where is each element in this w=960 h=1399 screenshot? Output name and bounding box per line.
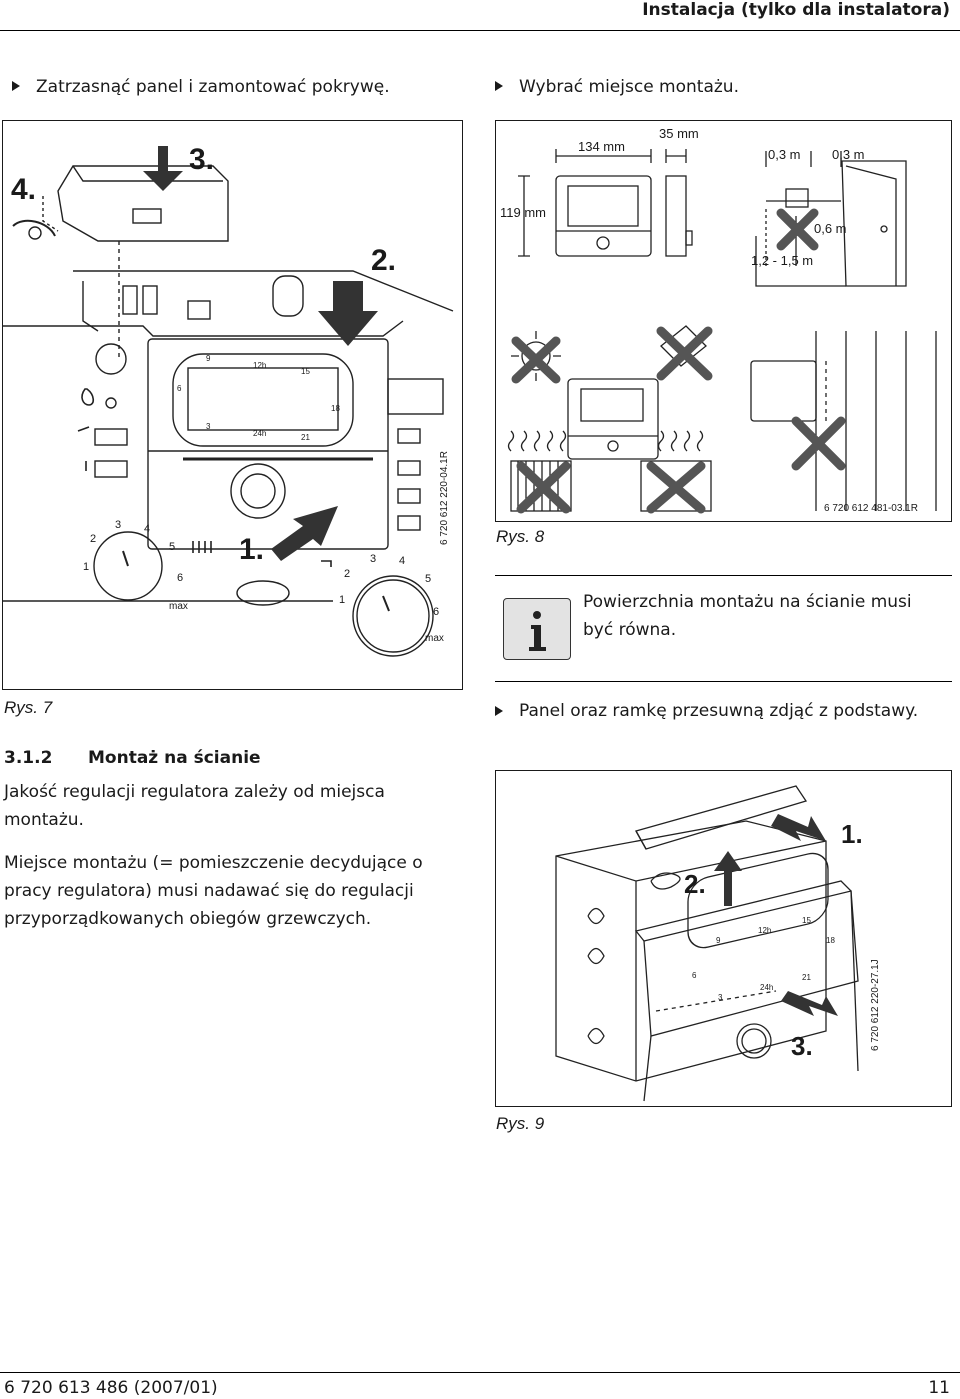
bullet-icon xyxy=(495,81,503,91)
figure-8-caption: Rys. 8 xyxy=(496,527,545,546)
dial-left-label: 2 xyxy=(90,533,97,545)
step-1-label: 1. xyxy=(841,819,863,849)
clock-label: 24h xyxy=(760,983,774,992)
section-number: 3.1.2 xyxy=(4,748,53,768)
clock-label: 15 xyxy=(802,916,811,925)
section-heading: 3.1.2 Montaż na ścianie xyxy=(4,748,261,768)
clock-label: 12h xyxy=(253,361,267,370)
paragraph-location: Miejsce montażu (= pomieszczenie decyduj… xyxy=(4,853,423,929)
dial-left-label: 3 xyxy=(115,519,122,531)
clock-label: 21 xyxy=(301,433,310,442)
clock-label: 15 xyxy=(301,367,310,376)
dial-left-label: max xyxy=(169,601,188,612)
step-3-label: 3. xyxy=(189,143,215,176)
dim-width: 134 mm xyxy=(578,139,625,154)
info-icon xyxy=(503,598,571,660)
instruction-choose-location: Wybrać miejsce montażu. xyxy=(495,73,739,101)
clock-label: 18 xyxy=(331,404,340,413)
dial-left-label: 4 xyxy=(144,523,151,535)
step-2-label: 2. xyxy=(371,244,397,277)
figure-9-code: 6 720 612 220-27.1J xyxy=(870,959,881,1051)
dim-gap-left: 0,3 m xyxy=(768,147,801,162)
dial-right-label: 1 xyxy=(339,594,346,606)
note-top-rule xyxy=(495,575,952,576)
dial-left-label: 5 xyxy=(169,541,176,553)
section-title: Montaż na ścianie xyxy=(88,748,261,768)
step-1-label: 1. xyxy=(239,533,265,566)
figure-7-code: 6 720 612 220-04.1R xyxy=(439,451,450,545)
clock-label: 12h xyxy=(758,926,772,935)
clock-label: 9 xyxy=(716,936,721,945)
figure-8-code: 6 720 612 481-03.1R xyxy=(824,503,918,514)
clock-label: 3 xyxy=(718,993,723,1002)
figure-9-box: 1. 2. 3. 9 12h 15 6 18 3 24h 21 6 720 61… xyxy=(495,770,952,1107)
clock-label: 18 xyxy=(826,936,835,945)
figure-7-illustration xyxy=(3,146,454,657)
bullet-icon xyxy=(12,81,20,91)
dim-height: 119 mm xyxy=(500,205,546,220)
dial-right-label: 2 xyxy=(344,568,351,580)
figure-9-caption: Rys. 9 xyxy=(496,1114,545,1133)
paragraph-quality: Jakość regulacji regulatora zależy od mi… xyxy=(4,782,385,830)
footer-rule xyxy=(0,1372,960,1373)
step-4-label: 4. xyxy=(11,173,37,206)
header-rule xyxy=(0,30,960,31)
dial-left-label: 6 xyxy=(177,572,184,584)
instruction-remove-panel: Panel oraz ramkę przesuwną zdjąć z podst… xyxy=(495,697,935,725)
dial-right-label: 6 xyxy=(433,606,440,618)
page-number: 11 xyxy=(928,1378,950,1398)
clock-label: 6 xyxy=(177,384,182,393)
document-number: 6 720 613 486 (2007/01) xyxy=(4,1378,218,1398)
figure-8-illustration xyxy=(507,149,937,514)
clock-label: 6 xyxy=(692,971,697,980)
clock-label: 9 xyxy=(206,354,211,363)
dim-mount-height: 1,2 - 1,5 m xyxy=(751,253,814,268)
dial-right-label: 3 xyxy=(370,553,377,565)
dim-depth: 35 mm xyxy=(659,126,699,141)
dial-right-label: 5 xyxy=(425,573,432,585)
note-bottom-rule xyxy=(495,681,952,682)
dim-gap-right: 0,3 m xyxy=(832,147,865,162)
dial-left-label: 1 xyxy=(83,561,90,573)
clock-label: 21 xyxy=(802,973,811,982)
figure-8-box: 134 mm 35 mm 119 mm 0,3 m 0,3 m 0,6 m 1,… xyxy=(495,120,952,522)
step-2-label: 2. xyxy=(684,869,706,899)
dial-right-label: 4 xyxy=(399,555,406,567)
note-text: Powierzchnia montażu na ścianie musi być… xyxy=(583,592,912,640)
clock-label: 3 xyxy=(206,422,211,431)
running-header: Instalacja (tylko dla instalatora) xyxy=(642,0,950,20)
bullet-icon xyxy=(495,706,503,716)
figure-7-box: 4. 3. 2. 1. 9 12h 15 6 18 3 24h 21 1 2 3… xyxy=(2,120,463,690)
step-3-label: 3. xyxy=(791,1031,813,1061)
dial-right-label: max xyxy=(425,633,444,644)
dim-gap-door: 0,6 m xyxy=(814,221,847,236)
figure-7-caption: Rys. 7 xyxy=(4,698,53,717)
figure-9-illustration xyxy=(555,785,859,1102)
instruction-snap-panel: Zatrzasnąć panel i zamontować pokrywę. xyxy=(12,73,390,101)
clock-label: 24h xyxy=(253,429,267,438)
